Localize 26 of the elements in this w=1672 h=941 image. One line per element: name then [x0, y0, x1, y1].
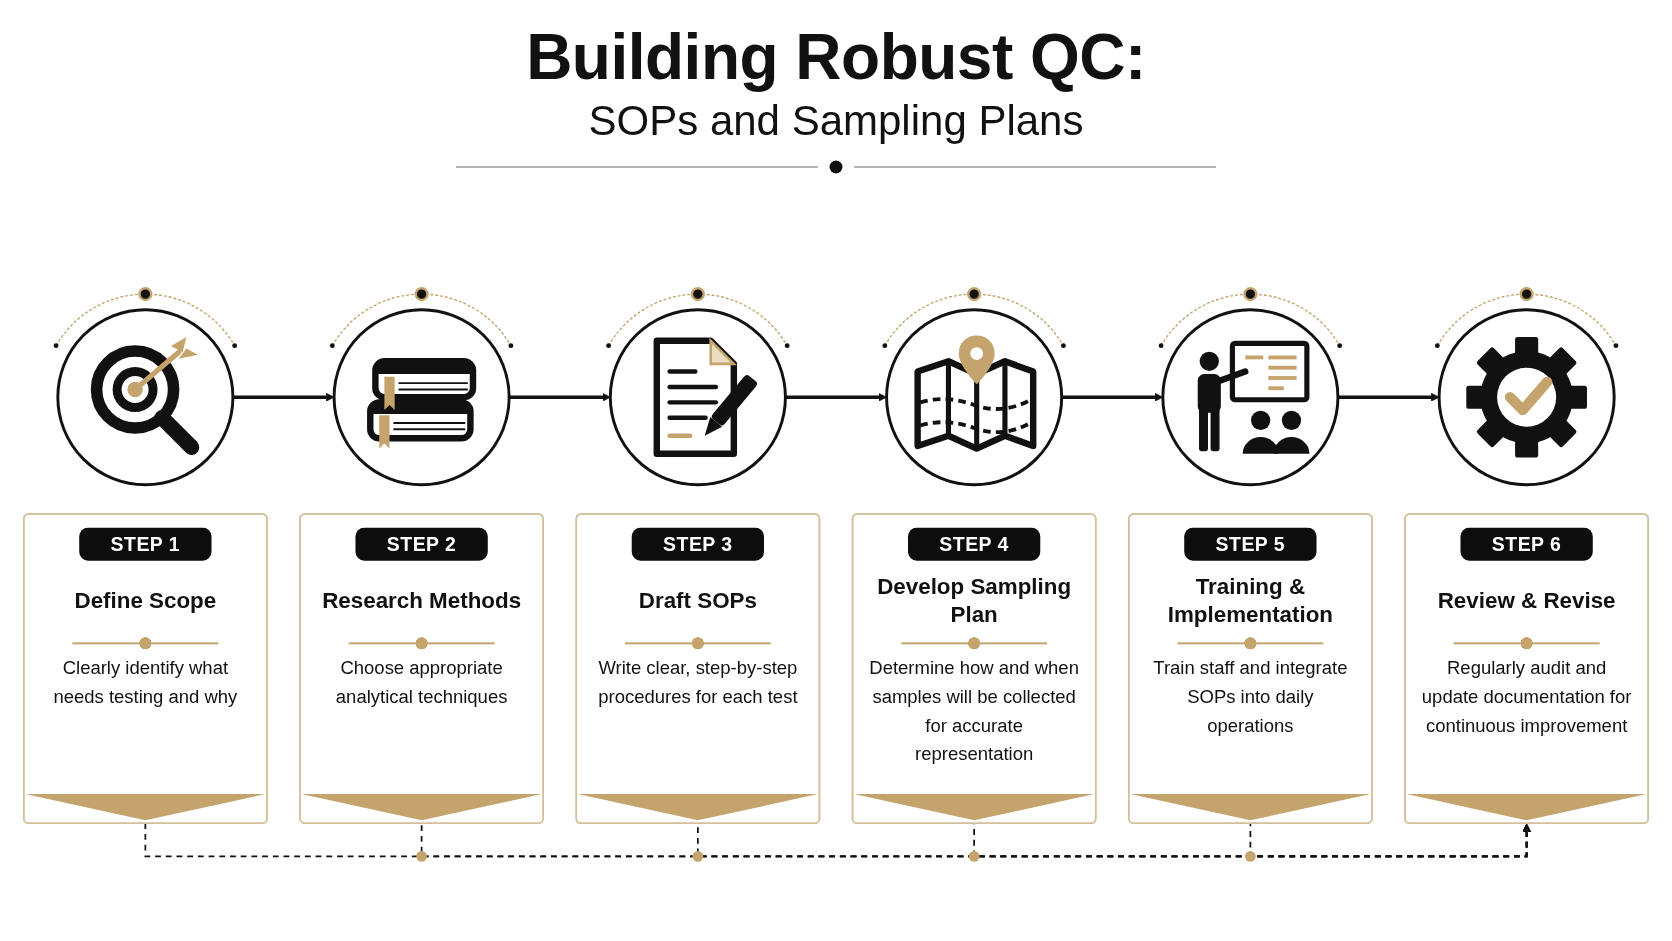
- step-description: Train staff and integrate SOPs into daily operations: [1152, 656, 1349, 738]
- step-badge: STEP 4: [908, 527, 1041, 561]
- step-title: Training & Implementation: [1166, 572, 1335, 629]
- step-description: Write clear, step-by-step procedures for each test: [597, 656, 799, 709]
- step-title: Define Scope: [73, 586, 218, 615]
- step-badge: STEP 2: [355, 527, 488, 561]
- step-description: Choose appropriate analytical techniques: [334, 656, 509, 709]
- step-badge: STEP 1: [79, 527, 212, 561]
- step-title: Research Methods: [321, 586, 523, 615]
- step-description: Determine how and when samples will be collected for accurate representation: [868, 656, 1080, 767]
- step-badge: STEP 3: [631, 527, 764, 561]
- arrow: [1061, 392, 1164, 402]
- arrow: [785, 392, 887, 402]
- arrow: [509, 392, 611, 402]
- step-description: Clearly identify what needs testing and why: [52, 656, 239, 709]
- step-title: Draft SOPs: [637, 586, 758, 615]
- step-badge: STEP 5: [1184, 527, 1317, 561]
- step-title: Develop Sampling Plan: [876, 572, 1073, 629]
- step-description: Regularly audit and update documentation for continuous improvement: [1420, 656, 1633, 738]
- arrow: [232, 392, 335, 402]
- title: Building Robust QC:: [526, 22, 1146, 93]
- arrow: [1337, 392, 1440, 402]
- subtitle: SOPs and Sampling Plans: [588, 96, 1084, 147]
- step-title: Review & Revise: [1436, 586, 1617, 615]
- step-badge: STEP 6: [1460, 527, 1593, 561]
- dashed-connector: [1249, 822, 1531, 858]
